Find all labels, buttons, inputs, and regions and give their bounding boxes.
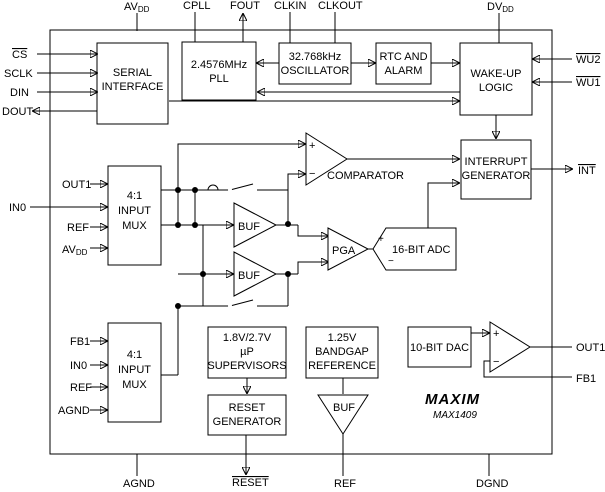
pga-symbol (327, 227, 370, 271)
mux1-label-2: INPUT (118, 205, 151, 217)
input-mux-2-block (107, 322, 162, 423)
int-label-2: GENERATOR (462, 170, 531, 182)
maxim-logo: MAXIM (425, 391, 480, 408)
pll-label-1: 2.4576MHz (191, 59, 247, 71)
bg-label-1: 1.25V (328, 332, 357, 344)
reset-label-2: GENERATOR (213, 416, 282, 428)
sup-label-3: SUPERVISORS (207, 360, 286, 372)
rtc-label-2: ALARM (385, 65, 423, 77)
left-pins: CS SCLK DIN DOUT OUT1 IN0 REF AVDD FB1 I… (2, 49, 107, 417)
pin-in0-b: IN0 (70, 360, 87, 372)
pin-fout: FOUT (230, 0, 260, 12)
serial-label-2: INTERFACE (102, 81, 164, 93)
reset-generator-block (207, 394, 287, 436)
pll-label-2: PLL (209, 73, 229, 85)
amp-plus: + (493, 328, 499, 340)
pin-ref-bottom: REF (334, 478, 356, 490)
bg-label-2: BANDGAP (315, 346, 369, 358)
buf2-label: BUF (238, 270, 260, 282)
pin-avdd-left: AVDD (62, 244, 88, 257)
ref-buf-label: BUF (333, 402, 355, 414)
right-pins: WU2 WU1 INT OUT1 FB1 (483, 54, 605, 385)
pin-agnd-bottom: AGND (123, 478, 155, 490)
mux2-label-3: MUX (122, 379, 147, 391)
wake-label-1: WAKE-UP (471, 68, 522, 80)
pin-clkin: CLKIN (274, 0, 306, 12)
sup-label-1: 1.8V/2.7V (223, 332, 272, 344)
pin-in0: IN0 (9, 202, 26, 214)
comparator-label: COMPARATOR (327, 170, 404, 182)
pin-fb1-left: FB1 (70, 336, 90, 348)
input-mux-1-block (107, 165, 162, 266)
buffer-2-symbol (233, 251, 278, 297)
osc-label-2: OSCILLATOR (281, 65, 350, 77)
pin-agnd-left: AGND (58, 405, 90, 417)
reset-label-1: RESET (229, 402, 266, 414)
comp-minus: − (309, 168, 315, 180)
dac-label: 10-BIT DAC (410, 342, 469, 354)
mux1-label-1: 4:1 (127, 190, 142, 202)
pin-cs: CS (12, 49, 27, 61)
comparator-symbol (305, 132, 348, 186)
adc-label: 16-BIT ADC (392, 244, 451, 256)
buffer-1-symbol (233, 202, 278, 248)
mux1-label-3: MUX (122, 220, 147, 232)
pin-clkout: CLKOUT (318, 0, 363, 12)
adc-plus: + (378, 234, 384, 245)
pin-reset: RESET (232, 477, 269, 489)
adc-minus: − (388, 256, 394, 267)
serial-interface-block (96, 42, 169, 125)
pin-ref: REF (67, 222, 89, 234)
pin-wu2: WU2 (576, 54, 600, 66)
pin-ref-b: REF (70, 382, 92, 394)
pin-din: DIN (10, 87, 29, 99)
osc-label-1: 32.768kHz (289, 51, 342, 63)
pin-dvdd: DVDD (487, 1, 514, 14)
rtc-alarm-block (375, 42, 432, 85)
interrupt-generator-block (460, 139, 532, 200)
pin-cpll: CPLL (183, 0, 211, 12)
rtc-label-1: RTC AND (379, 51, 427, 63)
oscillator-block (278, 42, 352, 85)
sup-label-2: µP (240, 346, 254, 358)
adc-block (372, 227, 457, 271)
pin-int: INT (578, 165, 596, 177)
top-pins: AVDD CPLL FOUT CLKIN CLKOUT DVDD (124, 0, 514, 43)
dac-block (407, 326, 472, 368)
part-number: MAX1409 (433, 410, 477, 421)
bg-label-3: REFERENCE (308, 360, 376, 372)
buf1-label: BUF (238, 221, 260, 233)
comp-plus: + (309, 140, 315, 152)
pin-sclk: SCLK (4, 68, 33, 80)
bottom-pins: AGND RESET REF DGND (123, 434, 508, 490)
pga-label: PGA (332, 245, 356, 257)
int-label-1: INTERRUPT (465, 156, 528, 168)
wake-label-2: LOGIC (479, 82, 513, 94)
mux2-label-2: INPUT (118, 364, 151, 376)
ref-buffer-symbol (317, 394, 369, 435)
pin-fb1-right: FB1 (576, 373, 596, 385)
pin-avdd-top: AVDD (124, 1, 150, 14)
pin-dout: DOUT (2, 106, 33, 118)
pin-out1-right: OUT1 (576, 342, 605, 354)
pin-dgnd: DGND (476, 478, 508, 490)
pin-wu1: WU1 (576, 77, 600, 89)
pll-block (181, 41, 257, 101)
bandgap-reference-block (305, 326, 379, 379)
serial-label-1: SERIAL (113, 67, 152, 79)
output-amp-symbol (489, 321, 531, 373)
pin-out1-left: OUT1 (62, 179, 91, 191)
chip-outline (49, 29, 553, 455)
amp-minus: − (493, 356, 499, 368)
mux2-label-1: 4:1 (127, 349, 142, 361)
